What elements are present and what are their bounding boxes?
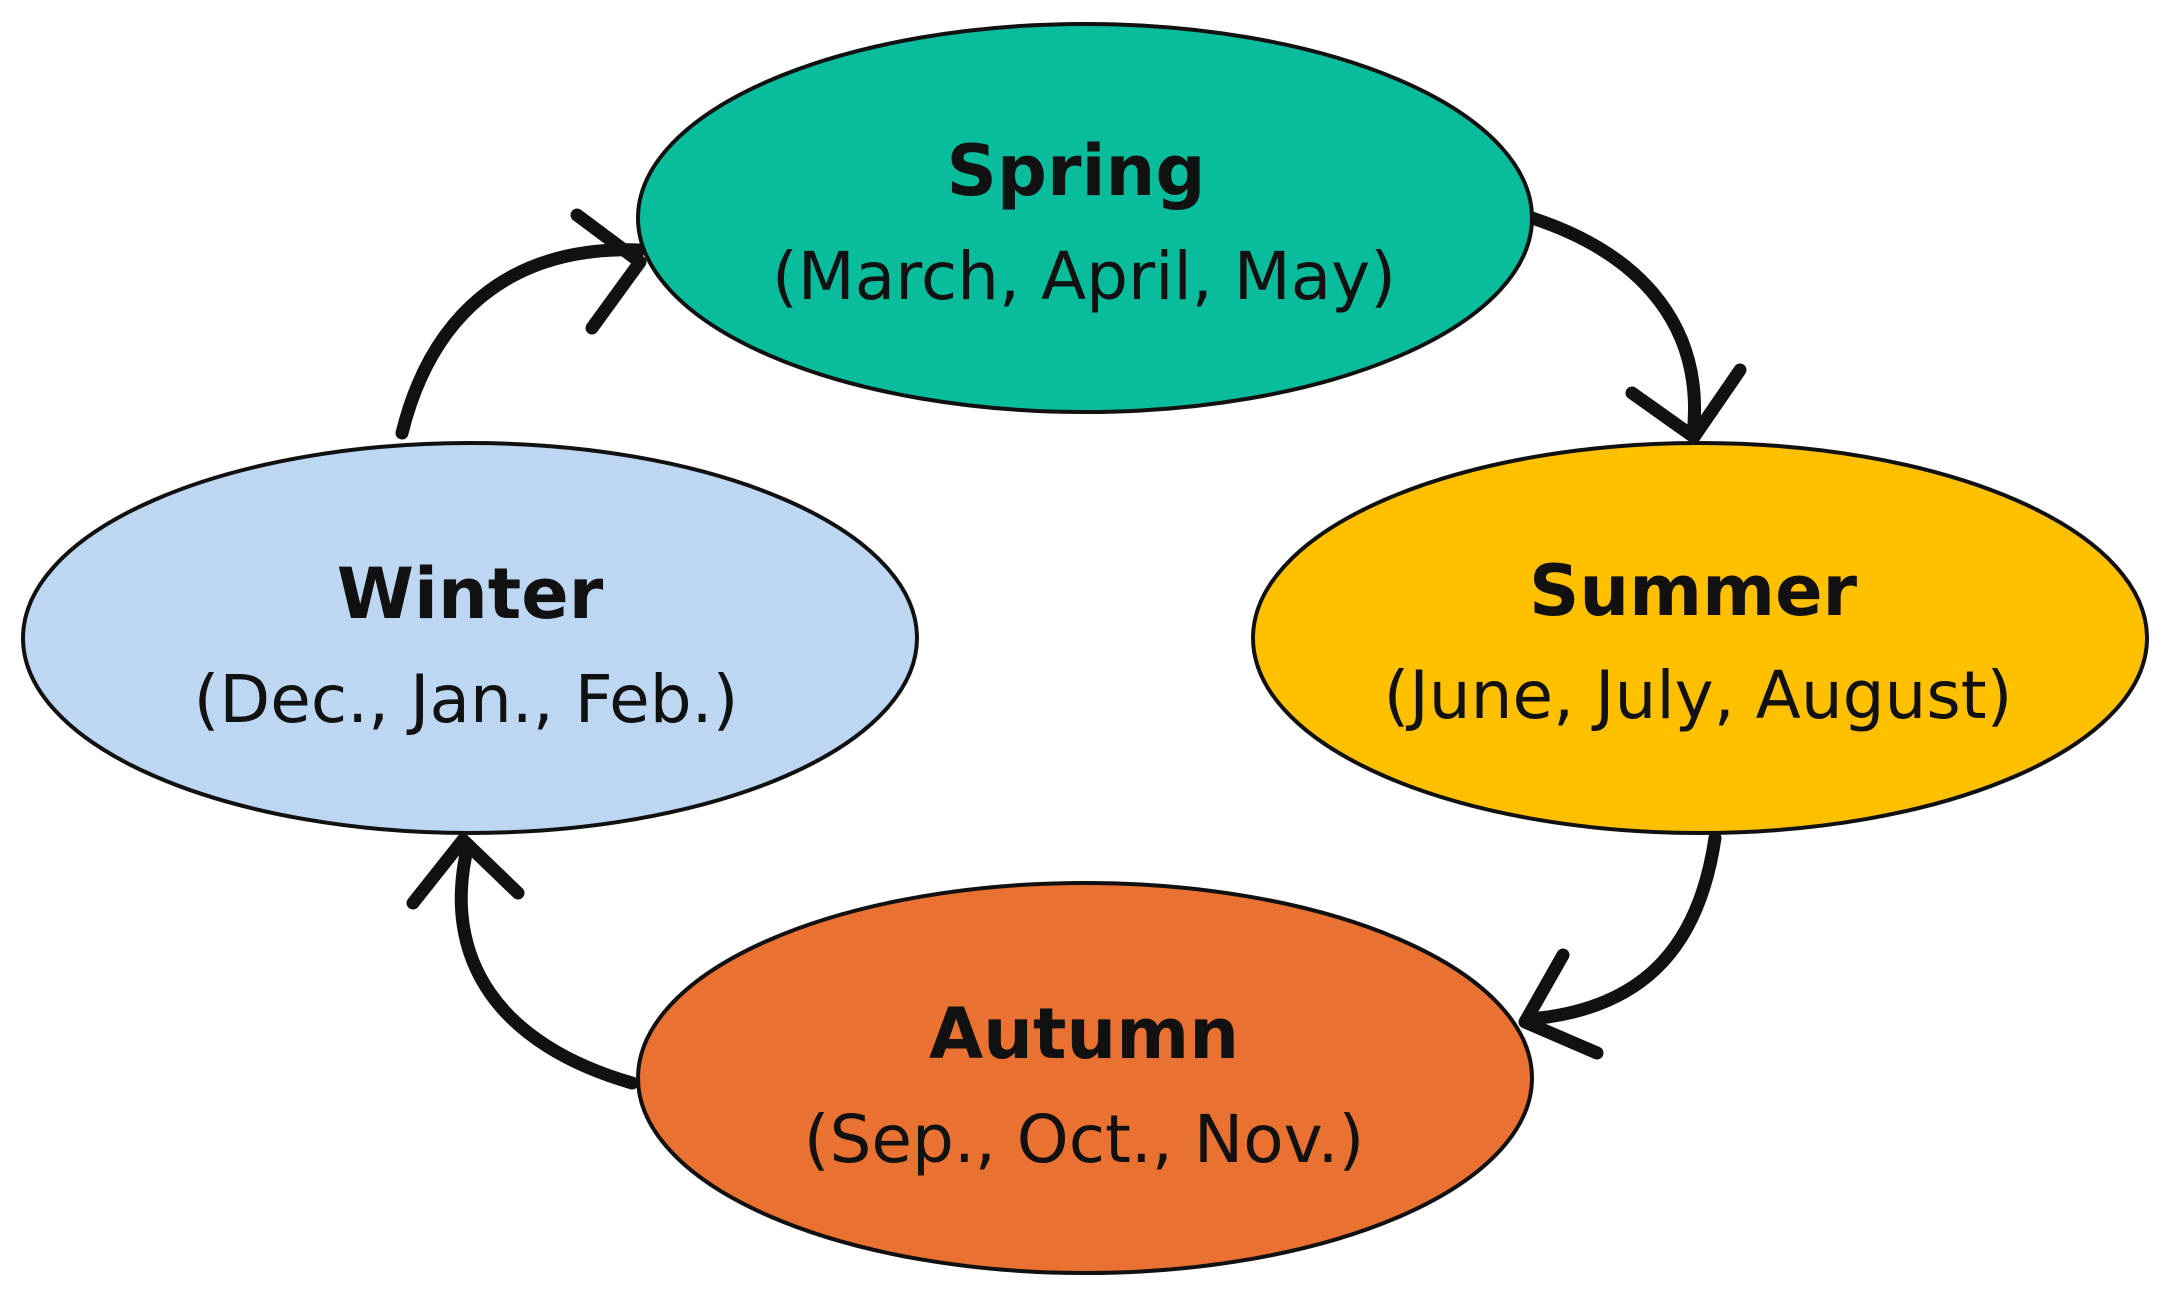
winter-months: (Dec., Jan., Feb.) [194,661,739,738]
summer-ellipse [1251,441,2149,835]
arrow-summer-to-autumn [1518,831,1722,1060]
arrow-winter-to-spring [395,208,647,440]
autumn-title: Autumn [929,993,1239,1075]
season-winter: Winter (Dec., Jan., Feb.) [21,441,919,835]
winter-ellipse [21,441,919,835]
spring-ellipse [636,22,1534,414]
winter-title: Winter [337,553,604,635]
autumn-ellipse [636,881,1534,1275]
summer-title: Summer [1529,550,1858,632]
season-summer: Summer (June, July, August) [1251,441,2149,835]
season-autumn: Autumn (Sep., Oct., Nov.) [636,881,1534,1275]
autumn-months: (Sep., Oct., Nov.) [804,1101,1365,1178]
arrow-autumn-to-winter [406,833,639,1090]
spring-title: Spring [947,130,1206,212]
arrow-spring-to-summer [1525,211,1747,444]
season-spring: Spring (March, April, May) [636,22,1534,414]
summer-months: (June, July, August) [1384,657,2013,734]
spring-months: (March, April, May) [772,238,1396,315]
